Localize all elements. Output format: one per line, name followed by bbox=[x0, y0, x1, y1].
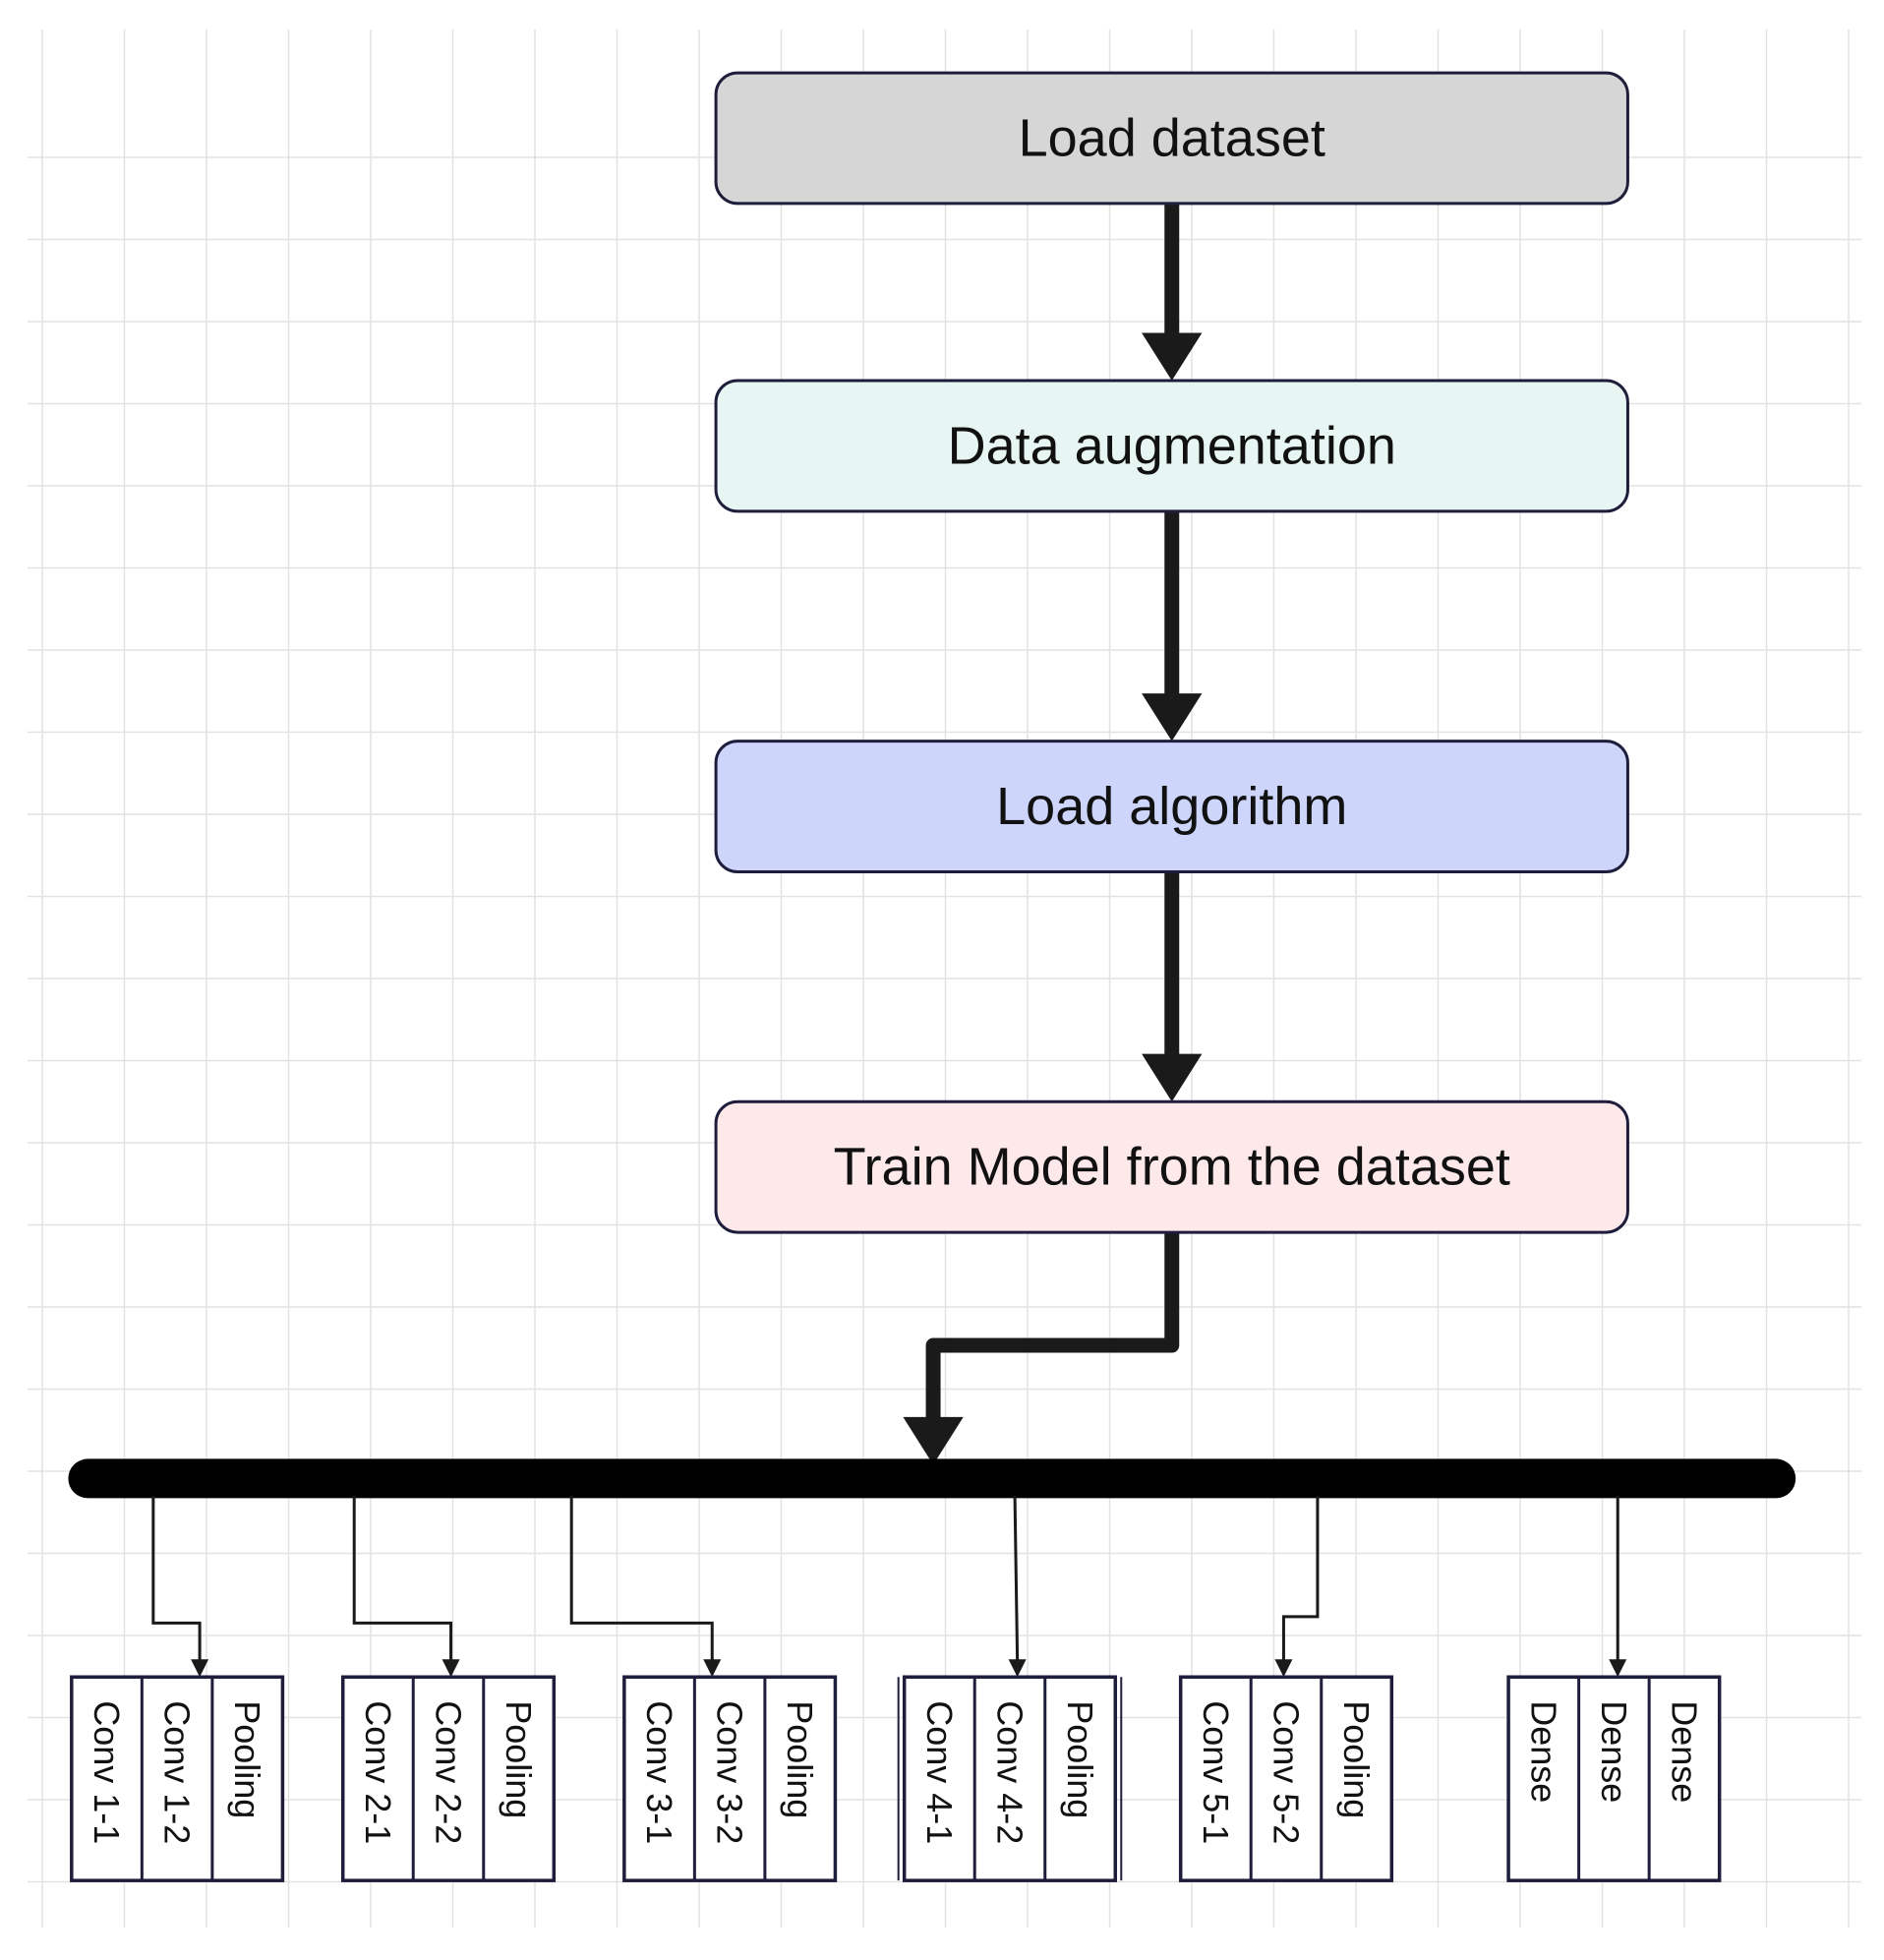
layer-group-conv2: Conv 2-1 Conv 2-2 Pooling bbox=[340, 1675, 557, 1882]
layer-group-conv4: Conv 4-1 Conv 4-2 Pooling bbox=[897, 1675, 1123, 1882]
step-box bbox=[714, 71, 1629, 206]
flow-arrow-head bbox=[1142, 332, 1203, 382]
step-load-algorithm: Load algorithm bbox=[714, 740, 1629, 873]
step-train-model: Train Model from the dataset bbox=[714, 1099, 1629, 1234]
step-box bbox=[714, 379, 1629, 513]
layer-label: Conv 5-1 bbox=[1196, 1700, 1236, 1844]
layer-label: Conv 4-2 bbox=[989, 1700, 1030, 1844]
group-box bbox=[1506, 1675, 1722, 1882]
step-box bbox=[714, 1099, 1629, 1234]
layer-label: Conv 2-2 bbox=[429, 1700, 469, 1844]
connector-arrow-head bbox=[703, 1659, 722, 1678]
layer-label: Pooling bbox=[1336, 1700, 1377, 1818]
connector-arrow-head bbox=[1274, 1659, 1293, 1678]
step-label: Load dataset bbox=[1019, 109, 1325, 168]
layer-label: Conv 3-1 bbox=[639, 1700, 679, 1844]
connector-arrow-head bbox=[1008, 1659, 1027, 1678]
connector-arrow-head bbox=[1609, 1659, 1627, 1678]
layer-group-dense: Dense Dense Dense bbox=[1506, 1675, 1722, 1882]
flow-arrow-line bbox=[925, 1232, 1180, 1425]
group-box bbox=[622, 1675, 838, 1882]
layer-label: Pooling bbox=[1060, 1700, 1100, 1818]
connector-line bbox=[352, 1496, 453, 1661]
flow-arrows bbox=[903, 203, 1203, 1465]
step-box bbox=[714, 740, 1629, 873]
step-label: Data augmentation bbox=[948, 416, 1396, 475]
layer-label: Dense bbox=[1523, 1700, 1563, 1803]
layer-label: Conv 4-1 bbox=[919, 1700, 960, 1844]
step-label: Train Model from the dataset bbox=[834, 1138, 1510, 1197]
group-box bbox=[340, 1675, 557, 1882]
connector-line bbox=[569, 1496, 714, 1661]
layer-groups: Conv 1-1 Conv 1-2 Pooling Conv 2-1 Conv … bbox=[70, 1675, 1722, 1882]
flow-arrow-head bbox=[1142, 1053, 1203, 1102]
connector-line bbox=[1013, 1496, 1020, 1661]
layer-label: Pooling bbox=[780, 1700, 820, 1818]
group-box bbox=[70, 1675, 285, 1882]
step-boxes: Load dataset Data augmentation Load algo… bbox=[714, 71, 1629, 1234]
layer-label: Conv 2-1 bbox=[358, 1700, 398, 1844]
layer-group-conv1: Conv 1-1 Conv 1-2 Pooling bbox=[70, 1675, 285, 1882]
step-data-augmentation: Data augmentation bbox=[714, 379, 1629, 513]
background-grid bbox=[28, 30, 1861, 1928]
connector-line bbox=[151, 1496, 202, 1661]
group-box bbox=[902, 1675, 1118, 1882]
layer-label: Dense bbox=[1594, 1700, 1634, 1803]
layer-group-conv5: Conv 5-1 Conv 5-2 Pooling bbox=[1178, 1675, 1394, 1882]
layer-label: Pooling bbox=[227, 1700, 267, 1818]
layer-label: Conv 1-1 bbox=[87, 1700, 127, 1844]
step-load-dataset: Load dataset bbox=[714, 71, 1629, 206]
step-label: Load algorithm bbox=[996, 777, 1347, 836]
connector-arrow-head bbox=[442, 1659, 460, 1678]
layer-label: Dense bbox=[1664, 1700, 1704, 1803]
flow-arrow-head bbox=[1142, 693, 1203, 742]
bus-layer bbox=[68, 1458, 1796, 1678]
flow-arrow-head bbox=[903, 1416, 964, 1465]
layer-label: Conv 3-2 bbox=[710, 1700, 750, 1844]
connector-line bbox=[1281, 1496, 1320, 1661]
group-box bbox=[1178, 1675, 1394, 1882]
layer-label: Conv 1-2 bbox=[157, 1700, 198, 1844]
layer-label: Pooling bbox=[499, 1700, 539, 1818]
connector-arrow-head bbox=[191, 1659, 209, 1678]
layer-group-conv3: Conv 3-1 Conv 3-2 Pooling bbox=[622, 1675, 838, 1882]
layer-label: Conv 5-2 bbox=[1266, 1700, 1306, 1844]
